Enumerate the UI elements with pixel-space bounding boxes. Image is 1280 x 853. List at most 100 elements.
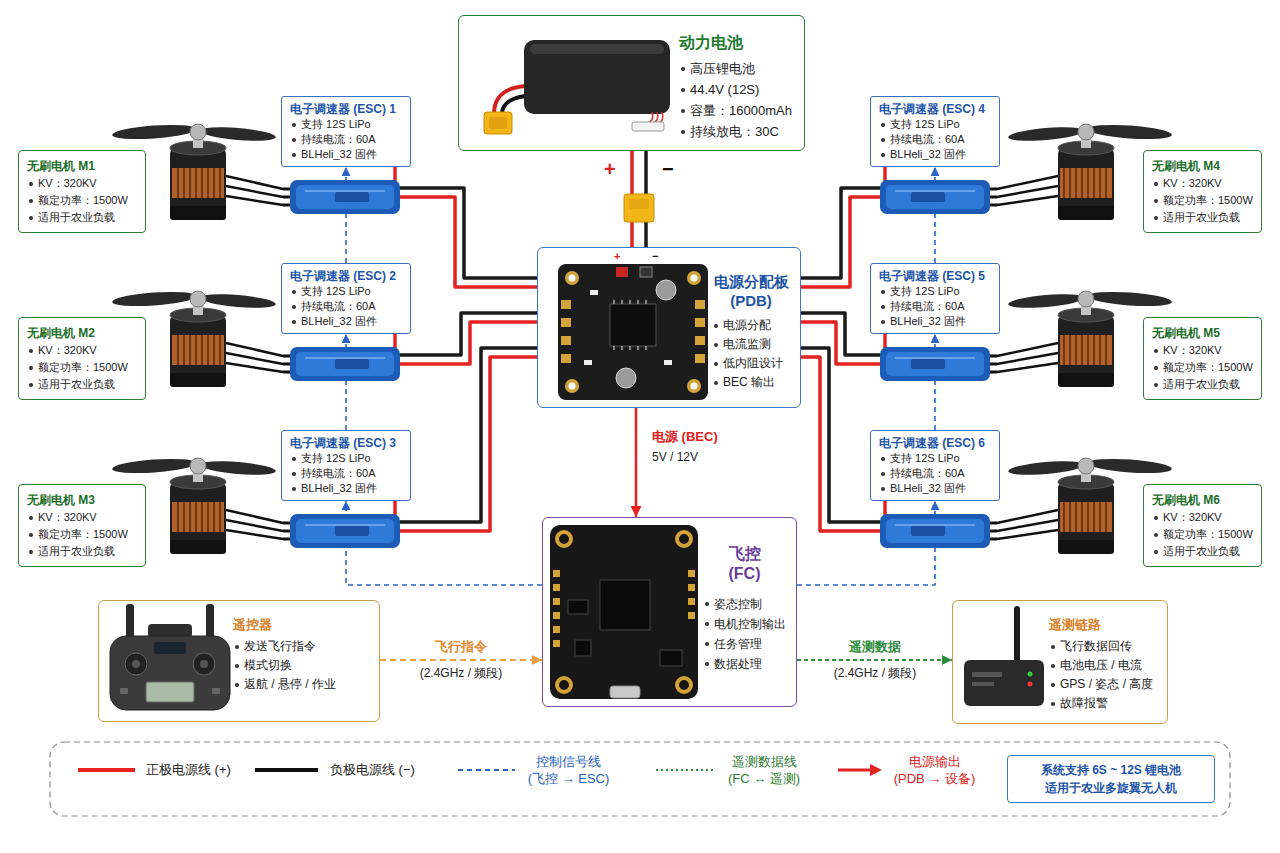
xt60-connector bbox=[624, 194, 654, 222]
bullet-text: 返航 / 悬停 / 作业 bbox=[233, 675, 369, 694]
esc-device bbox=[283, 347, 400, 381]
bullet-text: KV：320KV bbox=[1152, 175, 1253, 192]
box-heading: 电子调速器 (ESC) 6 bbox=[879, 435, 991, 451]
bullet-text: KV：320KV bbox=[1152, 509, 1253, 526]
fc-board bbox=[557, 532, 571, 546]
bullet-text: 适用于农业负载 bbox=[27, 376, 137, 393]
power-output-sample bbox=[870, 764, 882, 776]
esc-device bbox=[283, 180, 400, 214]
control-line-sample bbox=[458, 769, 515, 771]
motor-box: 无刷电机 M1KV：320KV额定功率：1500W适用于农业负载 bbox=[18, 150, 146, 233]
bullet-text: 数据处理 bbox=[703, 654, 786, 674]
pdb-board bbox=[561, 336, 571, 345]
legend-frame bbox=[50, 742, 1230, 816]
bullet-text: 额定功率：1500W bbox=[1152, 526, 1253, 543]
pdb-board bbox=[616, 368, 636, 388]
telemetry-device bbox=[1014, 606, 1020, 664]
pdb-board bbox=[664, 360, 672, 365]
bullet-text: 支持 12S LiPo bbox=[879, 284, 991, 299]
esc-box: 电子调速器 (ESC) 3支持 12S LiPo持续电流：60ABLHeli_3… bbox=[281, 430, 411, 501]
bullet-text: 电池电压 / 电流 bbox=[1049, 656, 1157, 675]
fc-board bbox=[553, 570, 560, 577]
box-heading: 飞控 (FC) bbox=[727, 544, 762, 584]
bec-power-arrow bbox=[635, 408, 638, 517]
bullet-text: 任务管理 bbox=[703, 634, 786, 654]
pdb-board bbox=[687, 379, 701, 393]
edge-label: 电源 (BEC) bbox=[650, 428, 720, 445]
box-heading: 电子调速器 (ESC) 2 bbox=[290, 268, 402, 284]
pdb-board bbox=[695, 318, 705, 327]
remote-controller bbox=[125, 653, 147, 675]
box-heading: 无刷电机 M1 bbox=[27, 157, 137, 175]
polarity-mark: + bbox=[604, 158, 616, 180]
connectors bbox=[346, 151, 952, 660]
legend-entry: 电源输出 (PDB → 设备) bbox=[892, 753, 977, 787]
legend-text: 遥测数据线 (FC ↔ 遥测) bbox=[726, 753, 802, 787]
telemetry-line-sample bbox=[656, 769, 716, 771]
bullet-text: KV：320KV bbox=[27, 342, 137, 359]
battery-illustration bbox=[484, 40, 670, 134]
legend-entry: 遥测数据线 (FC ↔ 遥测) bbox=[726, 753, 802, 787]
bullet-text: 持续电流：60A bbox=[879, 132, 991, 147]
note-box: 系统支持 6S ~ 12S 锂电池适用于农业多旋翼无人机 bbox=[1007, 755, 1215, 803]
pdb-board bbox=[610, 304, 656, 346]
esc-box: 电子调速器 (ESC) 2支持 12S LiPo持续电流：60ABLHeli_3… bbox=[281, 263, 411, 334]
remote-controller bbox=[132, 660, 140, 668]
bullet-text: 支持 12S LiPo bbox=[290, 284, 402, 299]
fc-board bbox=[550, 525, 698, 699]
remote-controller bbox=[120, 688, 128, 694]
pdb-box: 电源分配板 (PDB)电源分配电流监测低内阻设计BEC 输出 bbox=[537, 247, 801, 408]
bullet-text: BLHeli_32 固件 bbox=[879, 481, 991, 496]
fc-board bbox=[677, 678, 691, 692]
legend-frame bbox=[50, 742, 1230, 816]
bullet-text: 低内阻设计 bbox=[712, 354, 790, 373]
bullet-text: 电机控制输出 bbox=[703, 614, 786, 634]
pdb-board bbox=[695, 300, 705, 309]
bullet-text: KV：320KV bbox=[27, 175, 137, 192]
legend-entry: 正极电源线 (+) bbox=[146, 761, 231, 778]
esc-box: 电子调速器 (ESC) 1支持 12S LiPo持续电流：60ABLHeli_3… bbox=[281, 96, 411, 167]
note-text: 系统支持 6S ~ 12S 锂电池 bbox=[1020, 761, 1202, 779]
fc-board bbox=[557, 678, 571, 692]
bullet-text: BLHeli_32 固件 bbox=[290, 314, 402, 329]
bullet-text: 故障报警 bbox=[1049, 694, 1157, 713]
box-heading: 电子调速器 (ESC) 1 bbox=[290, 101, 402, 117]
fc-board bbox=[688, 612, 695, 619]
pdb-board bbox=[561, 300, 571, 309]
pdb-board bbox=[691, 383, 698, 390]
negative-wire bbox=[400, 348, 537, 522]
remote-controller bbox=[146, 682, 194, 702]
bullet-text: 支持 12S LiPo bbox=[879, 451, 991, 466]
fc-board bbox=[610, 686, 640, 698]
bullet-text: 飞行数据回传 bbox=[1049, 637, 1157, 656]
battery-box: 动力电池高压锂电池44.4V (12S)容量：16000mAh持续放电：30C bbox=[458, 15, 805, 151]
esc-box: 电子调速器 (ESC) 6支持 12S LiPo持续电流：60ABLHeli_3… bbox=[870, 430, 1000, 501]
edge-label: 飞行指令 bbox=[433, 638, 489, 655]
remote-controller bbox=[110, 604, 230, 710]
bullet-text: 适用于农业负载 bbox=[1152, 376, 1253, 393]
legend-text: 控制信号线 (飞控 → ESC) bbox=[526, 753, 611, 787]
telemetry-device bbox=[972, 682, 994, 686]
bullet-text: 电源分配 bbox=[712, 316, 790, 335]
power-output-sample bbox=[838, 769, 872, 772]
box-heading: 无刷电机 M2 bbox=[27, 324, 137, 342]
legend-entry: 负极电源线 (−) bbox=[330, 761, 415, 778]
pdb-board bbox=[616, 267, 628, 277]
bullet-text: KV：320KV bbox=[27, 509, 137, 526]
fc-board bbox=[568, 600, 588, 614]
negative-wire bbox=[801, 348, 880, 522]
pdb-board bbox=[558, 264, 708, 400]
remote-controller bbox=[154, 642, 186, 654]
bullet-text: 额定功率：1500W bbox=[27, 359, 137, 376]
telemetry-device bbox=[964, 660, 1044, 706]
telemetry-device bbox=[1028, 672, 1033, 677]
telemetry-device bbox=[964, 606, 1044, 706]
box-heading: 遥测链路 bbox=[1049, 615, 1157, 635]
motor-box: 无刷电机 M3KV：320KV额定功率：1500W适用于农业负载 bbox=[18, 484, 146, 567]
bullet-text: 持续电流：60A bbox=[290, 299, 402, 314]
pdb-board bbox=[691, 275, 698, 282]
pdb-board bbox=[561, 354, 571, 363]
polarity-mark: − bbox=[652, 250, 658, 263]
battery-illustration bbox=[524, 40, 670, 114]
